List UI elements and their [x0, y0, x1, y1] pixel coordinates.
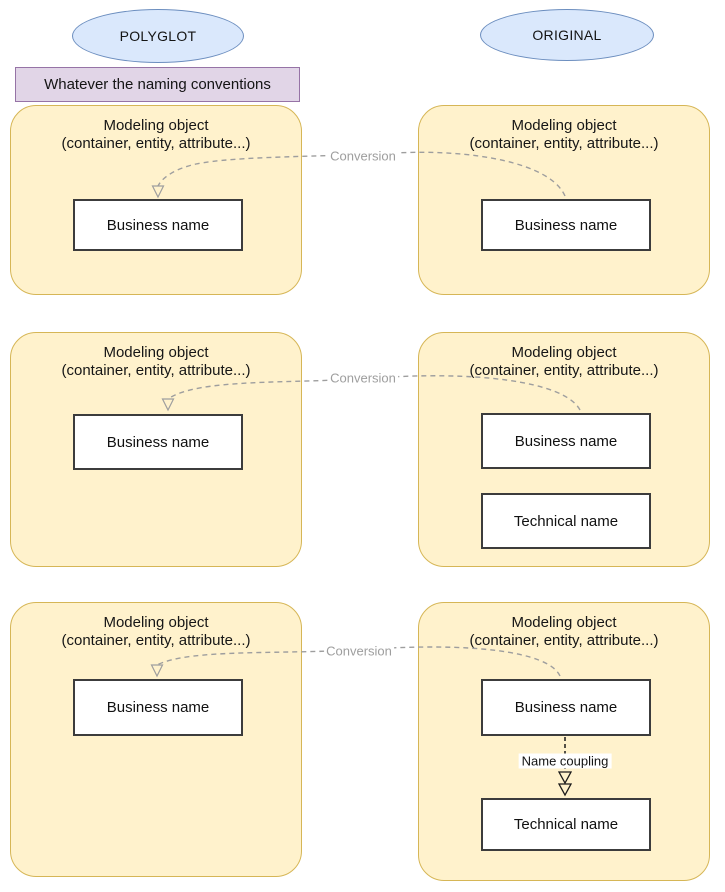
business-name-box: Business name: [481, 413, 651, 469]
box-title: Modeling object: [103, 117, 209, 134]
box-title: Modeling object: [103, 614, 209, 631]
modeling-object-box-row3-original: Modeling object (container, entity, attr…: [418, 602, 710, 881]
conversion-label-row1: Conversion: [328, 148, 398, 164]
box-subtitle: (container, entity, attribute...): [61, 135, 251, 152]
business-name-box: Business name: [73, 414, 243, 470]
modeling-object-box-row2-polyglot: Modeling object (container, entity, attr…: [10, 332, 302, 567]
box-subtitle: (container, entity, attribute...): [469, 632, 659, 649]
box-subtitle: (container, entity, attribute...): [61, 632, 251, 649]
box-subtitle: (container, entity, attribute...): [61, 362, 251, 379]
technical-name-box: Technical name: [481, 798, 651, 851]
technical-name-label: Technical name: [513, 816, 619, 833]
column-header-polyglot-ellipse: POLYGLOT: [72, 9, 244, 63]
box-subtitle: (container, entity, attribute...): [469, 135, 659, 152]
column-header-original-ellipse: ORIGINAL: [480, 9, 654, 61]
box-subtitle: (container, entity, attribute...): [469, 362, 659, 379]
business-name-box: Business name: [73, 199, 243, 251]
modeling-object-box-row3-polyglot: Modeling object (container, entity, attr…: [10, 602, 302, 877]
business-name-box: Business name: [481, 199, 651, 251]
business-name-label: Business name: [514, 699, 618, 716]
conversion-label-row3: Conversion: [324, 643, 394, 659]
conversion-label-row2: Conversion: [328, 370, 398, 386]
modeling-object-box-row1-polyglot: Modeling object (container, entity, attr…: [10, 105, 302, 295]
box-title: Modeling object: [511, 614, 617, 631]
business-name-label: Business name: [106, 699, 210, 716]
naming-conventions-note: Whatever the naming conventions: [15, 67, 300, 102]
business-name-label: Business name: [106, 433, 210, 451]
box-title: Modeling object: [511, 344, 617, 361]
box-title: Modeling object: [511, 117, 617, 134]
business-name-label: Business name: [514, 432, 618, 450]
column-header-polyglot-label: POLYGLOT: [119, 28, 197, 44]
business-name-label: Business name: [514, 216, 618, 234]
business-name-box: Business name: [73, 679, 243, 736]
box-title: Modeling object: [103, 344, 209, 361]
modeling-object-box-row1-original: Modeling object (container, entity, attr…: [418, 105, 710, 295]
technical-name-label: Technical name: [513, 512, 619, 530]
technical-name-box: Technical name: [481, 493, 651, 549]
business-name-box: Business name: [481, 679, 651, 736]
modeling-object-box-row2-original: Modeling object (container, entity, attr…: [418, 332, 710, 567]
column-header-original-label: ORIGINAL: [532, 27, 602, 43]
naming-conventions-note-label: Whatever the naming conventions: [44, 76, 271, 93]
business-name-label: Business name: [106, 216, 210, 234]
name-coupling-label: Name coupling: [518, 753, 612, 769]
